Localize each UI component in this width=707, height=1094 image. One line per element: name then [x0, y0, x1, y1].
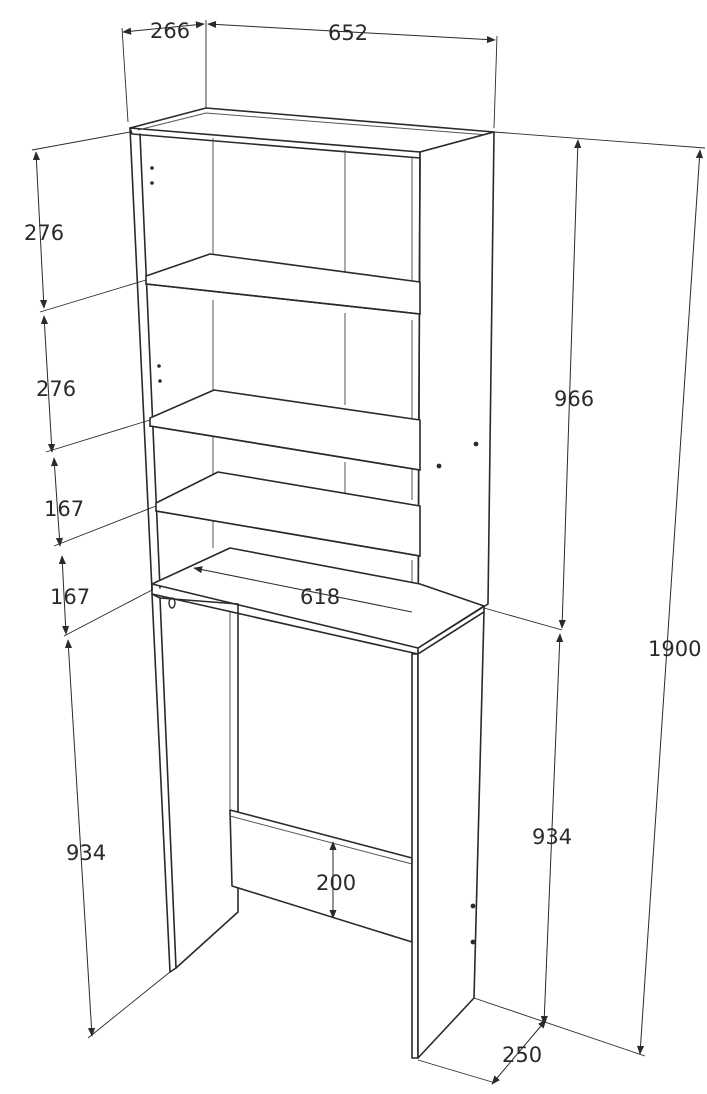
label-shelf-3: 167	[44, 497, 84, 521]
dim-total-height-line	[636, 149, 704, 1055]
dim-shelf-3-line	[50, 457, 64, 547]
label-shelf-4: 167	[50, 585, 90, 609]
top-panel	[129, 107, 495, 153]
middle-panel	[151, 547, 485, 649]
shelf-2	[149, 389, 421, 471]
dim-width-top-line	[207, 20, 496, 44]
dim-inner-width-line	[193, 566, 413, 613]
dim-shelf-1-line	[32, 151, 48, 309]
dim-upper-right-line	[558, 139, 582, 629]
shelf-3	[155, 471, 421, 557]
label-shelf-2: 276	[36, 377, 76, 401]
label-total-height: 1900	[648, 637, 701, 661]
label-lower-height-right: 934	[532, 825, 572, 849]
label-depth-top: 266	[150, 19, 190, 43]
dim-lower-left-line	[64, 639, 96, 1037]
dim-lower-right-line	[540, 633, 564, 1025]
right-leg-side	[417, 611, 485, 1059]
dim-depth-top-line	[122, 21, 205, 35]
back-panel-upper	[212, 138, 346, 548]
shelf-1	[145, 253, 421, 315]
label-upper-height: 966	[554, 387, 594, 411]
label-rail-height: 200	[316, 871, 356, 895]
label-inner-width: 618	[300, 585, 340, 609]
dim-shelf-2-line	[40, 315, 56, 453]
left-leg	[151, 593, 177, 973]
right-side-upper	[417, 131, 495, 649]
label-lower-height-left: 934	[66, 841, 106, 865]
label-shelf-1: 276	[24, 221, 64, 245]
cabinet-body	[129, 107, 495, 1059]
dim-depth-bottom-line	[491, 1019, 547, 1085]
dim-shelf-4-line	[58, 555, 70, 635]
left-side-upper	[129, 127, 161, 591]
dimension-labels: 266 652 276 276 167 167 618 966 934 934 …	[24, 19, 701, 1067]
right-leg	[411, 653, 419, 1059]
label-width-top: 652	[328, 21, 368, 45]
label-depth-bottom: 250	[502, 1043, 542, 1067]
dimension-lines	[31, 20, 706, 1085]
